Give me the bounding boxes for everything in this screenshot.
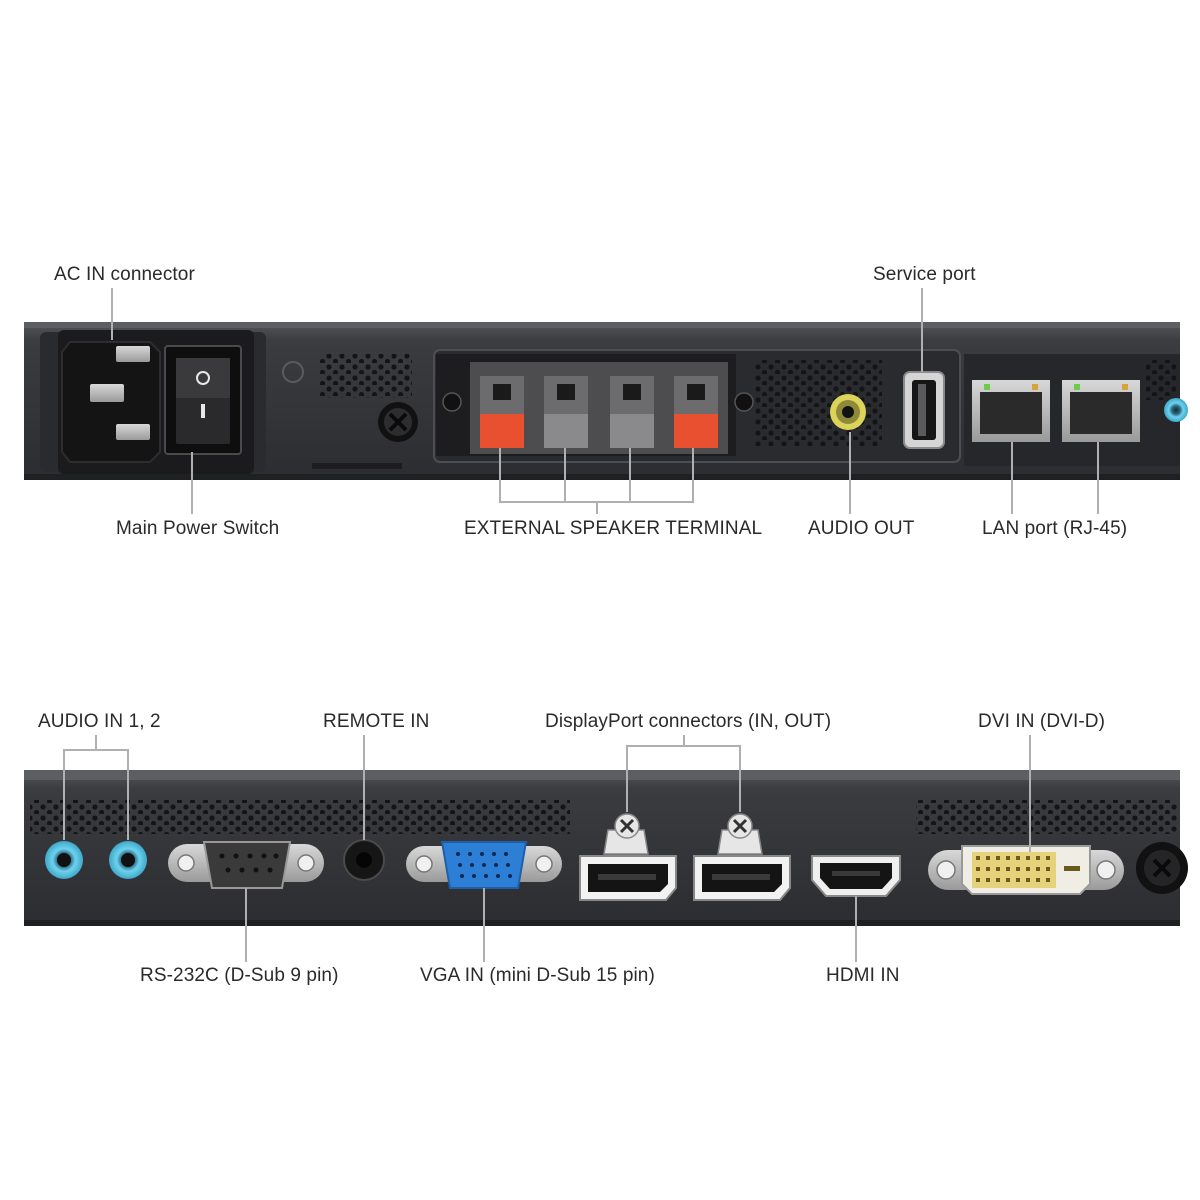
label-displayport: DisplayPort connectors (IN, OUT) (545, 711, 832, 732)
hdmi-in-port[interactable] (811, 855, 901, 897)
label-main-power-switch: Main Power Switch (116, 518, 280, 539)
vga-in-port[interactable] (406, 841, 562, 889)
top-panel (24, 288, 1188, 514)
label-remote-in: REMOTE IN (323, 711, 430, 732)
bottom-panel (24, 735, 1188, 962)
audio-out-jack[interactable] (830, 394, 866, 430)
panel-knob-icon (1136, 842, 1188, 894)
lan-port-1[interactable] (972, 380, 1050, 442)
remote-in-jack[interactable] (343, 839, 385, 881)
audio-in-2-jack[interactable] (109, 841, 147, 879)
screw-icon (378, 402, 418, 442)
bottom-leader-lines (63, 735, 1031, 962)
label-vga-in: VGA IN (mini D-Sub 15 pin) (420, 965, 655, 986)
label-lan-port: LAN port (RJ-45) (982, 518, 1128, 539)
lan-port-2[interactable] (1062, 380, 1140, 442)
main-power-switch[interactable] (164, 345, 242, 455)
displayport-in[interactable] (579, 813, 677, 901)
dvi-in-port[interactable] (928, 845, 1124, 895)
label-rs232c: RS-232C (D-Sub 9 pin) (140, 965, 339, 986)
top-leader-lines (111, 288, 1099, 514)
label-audio-in: AUDIO IN 1, 2 (38, 711, 161, 732)
label-external-speaker-terminal: EXTERNAL SPEAKER TERMINAL (464, 518, 763, 539)
label-hdmi-in: HDMI IN (826, 965, 900, 986)
label-dvi-in: DVI IN (DVI-D) (978, 711, 1106, 732)
label-ac-in: AC IN connector (54, 264, 195, 285)
rs232c-port[interactable] (168, 841, 324, 889)
audio-in-1-jack[interactable] (45, 841, 83, 879)
displayport-out[interactable] (693, 813, 791, 901)
service-port[interactable] (903, 371, 945, 449)
label-audio-out: AUDIO OUT (808, 518, 915, 539)
label-service-port: Service port (873, 264, 976, 285)
